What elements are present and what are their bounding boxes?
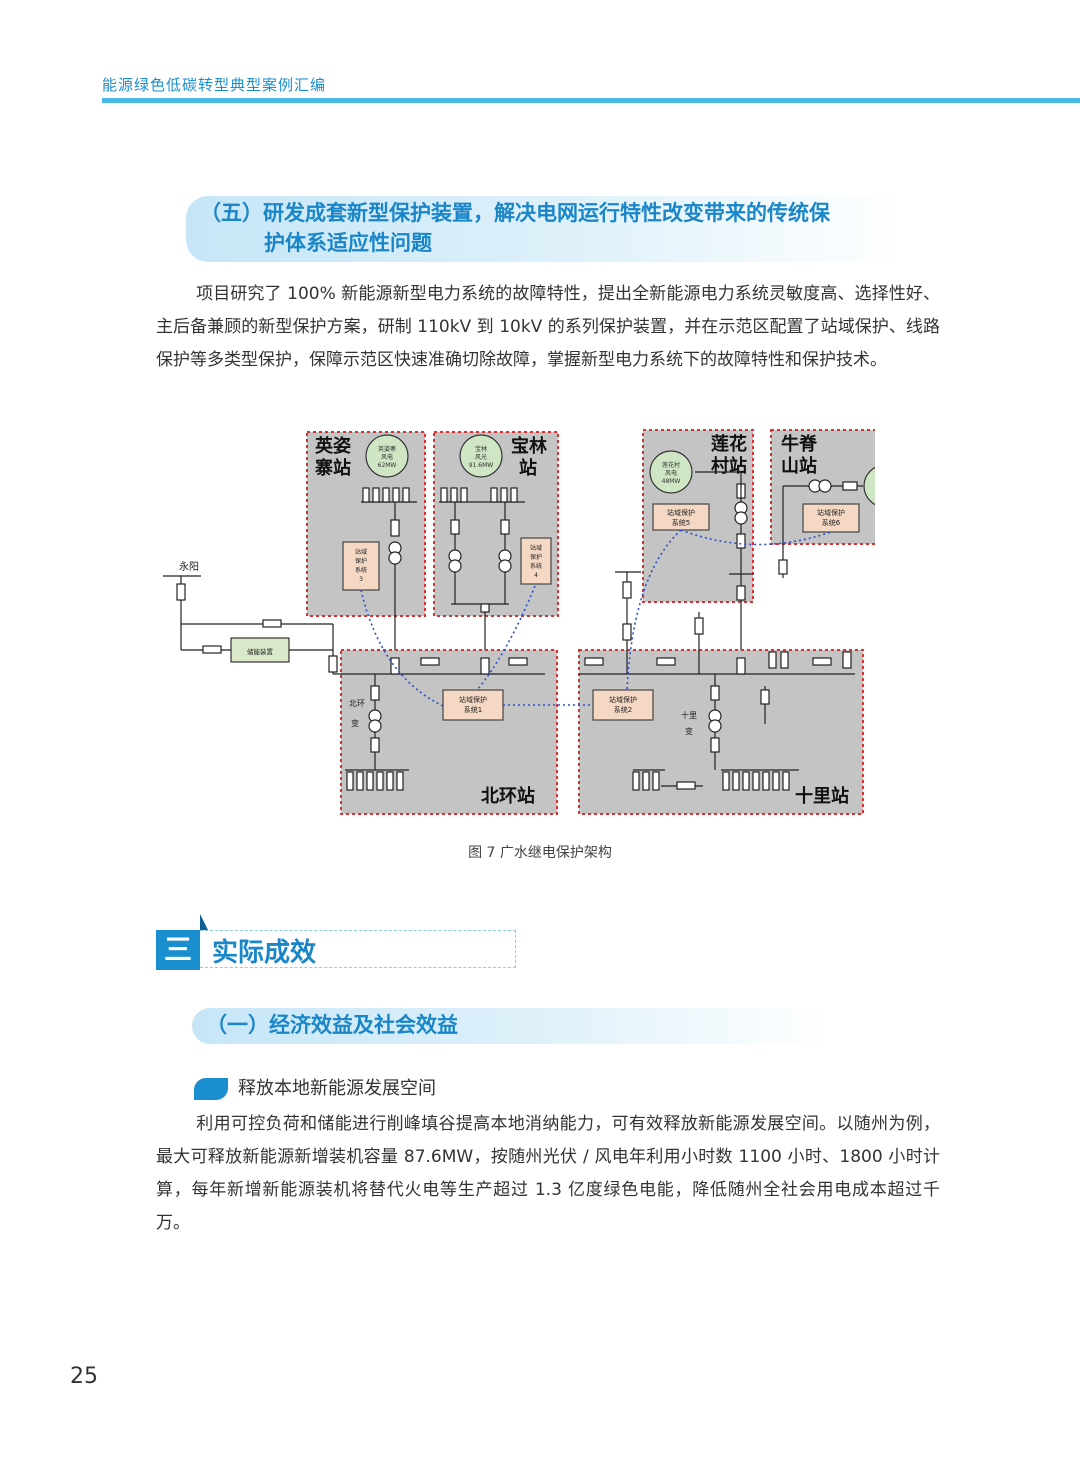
section-number-flag — [200, 914, 208, 930]
generator-icon — [459, 434, 503, 478]
section5-paragraph-text: 项目研究了 100% 新能源新型电力系统的故障特性，提出全新能源电力系统灵敏度高… — [156, 284, 940, 370]
section3-paragraph-text: 利用可控负荷和储能进行削峰填谷提高本地消纳能力，可有效释放新能源发展空间。以随州… — [156, 1114, 940, 1233]
section-heading-5-line1: （五）研发成套新型保护装置，解决电网运行特性改变带来的传统保 — [200, 201, 830, 225]
section-number: 三 — [156, 930, 200, 970]
running-header: 能源绿色低碳转型典型案例汇编 — [102, 76, 327, 94]
station-name-shili: 十里站 — [795, 785, 849, 807]
subsection-heading-1: （一）经济效益及社会效益 — [192, 1008, 832, 1044]
station-name-baolin: 宝林站 — [511, 435, 547, 479]
section-heading-5-line2: 护体系适应性问题 — [264, 231, 432, 255]
station-shili: 十里站 十里变 站域保护系统2 — [578, 649, 864, 815]
subsection-heading-1-text: （一）经济效益及社会效益 — [206, 1013, 458, 1037]
header-rule — [102, 98, 1080, 103]
protection-communication-links — [360, 529, 832, 707]
svg-text:十里变: 十里变 — [681, 710, 697, 736]
section-heading-5: （五）研发成套新型保护装置，解决电网运行特性改变带来的传统保 护体系适应性问题 — [186, 196, 906, 262]
section-3-title-bar: 三 实际成效 — [156, 914, 516, 970]
page-number: 25 — [70, 1364, 98, 1389]
station-name-yingzizhai: 英姿寨站 — [314, 435, 351, 479]
external-network — [163, 571, 704, 675]
section-title-frame — [200, 930, 516, 968]
station-beihuan: 北环站 北环变 站域保护系统1 — [340, 649, 558, 815]
section-title: 实际成效 — [212, 938, 317, 968]
svg-text:北环变: 北环变 — [349, 699, 365, 728]
generator-icon — [863, 466, 875, 506]
section5-paragraph: 项目研究了 100% 新能源新型电力系统的故障特性，提出全新能源电力系统灵敏度高… — [156, 278, 940, 377]
generator-icon — [649, 450, 693, 494]
label-storage: 储能装置 — [247, 647, 274, 656]
bullet-badge-icon — [194, 1078, 228, 1100]
section3-paragraph: 利用可控负荷和储能进行削峰填谷提高本地消纳能力，可有效释放新能源发展空间。以随州… — [156, 1108, 940, 1240]
station-name-beihuan: 北环站 — [481, 785, 535, 807]
label-yongyang: 永阳 — [179, 560, 199, 573]
svg-text:站域保护系统5: 站域保护系统5 — [667, 508, 695, 527]
station-name-niujishan: 牛脊山站 — [781, 433, 818, 477]
generator-icon — [365, 434, 409, 478]
figure-caption: 图 7 广水继电保护架构 — [468, 845, 612, 861]
svg-text:站域保护系统1: 站域保护系统1 — [459, 695, 487, 714]
station-niujishan: 牛脊山站 牛脊山风电42MW 站域保护系统6 — [770, 429, 875, 578]
svg-text:站域保护系统6: 站域保护系统6 — [817, 508, 845, 527]
bullet-label: 释放本地新能源发展空间 — [238, 1078, 436, 1099]
svg-text:站域保护系统2: 站域保护系统2 — [609, 695, 637, 714]
